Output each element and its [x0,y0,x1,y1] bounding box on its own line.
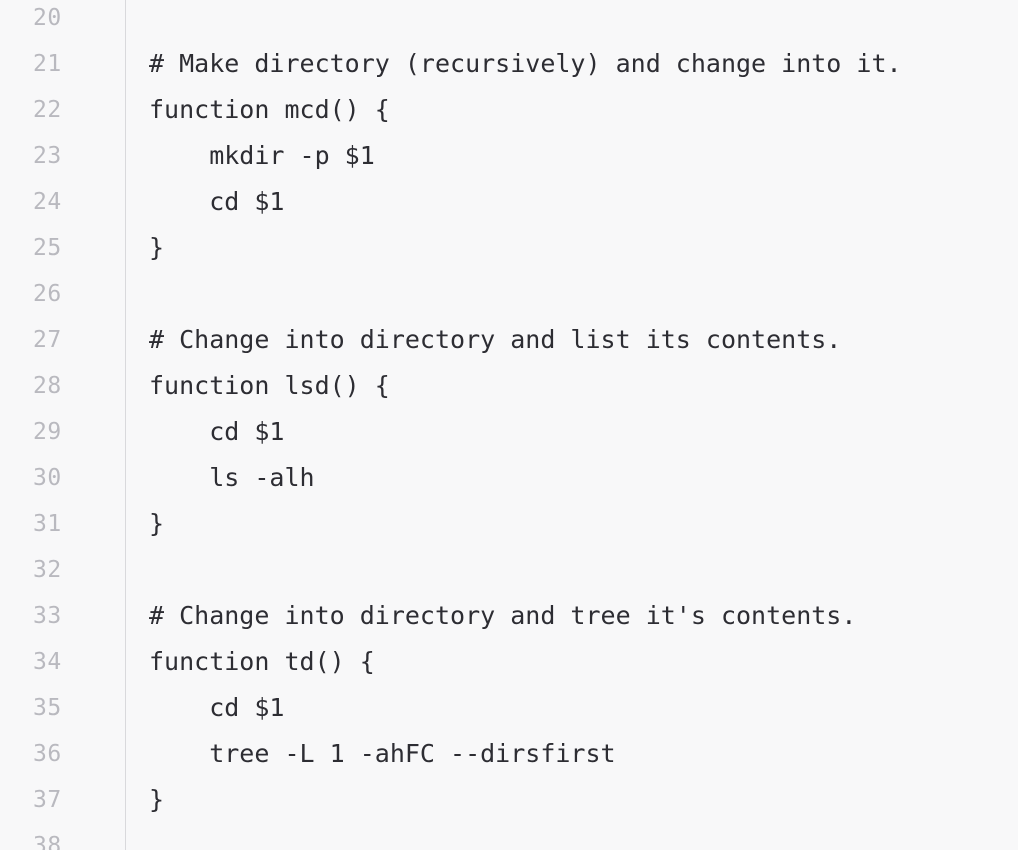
line-number: 25 [33,235,62,261]
code-line[interactable]: # Change into directory and tree it's co… [149,601,857,630]
code-line[interactable]: function lsd() { [149,371,390,400]
line-number: 34 [33,649,62,675]
code-line[interactable]: function td() { [149,647,375,676]
code-line[interactable]: cd $1 [149,187,285,216]
code-line[interactable]: } [149,233,165,262]
line-number: 23 [33,143,62,169]
line-number: 36 [33,741,62,767]
line-number: 33 [33,603,62,629]
code-line[interactable]: cd $1 [149,417,285,446]
code-line[interactable]: # Change into directory and list its con… [149,325,842,354]
code-line[interactable]: mkdir -p $1 [149,141,375,170]
line-number: 29 [33,419,62,445]
line-number: 20 [33,5,62,31]
line-number: 35 [33,695,62,721]
line-number: 21 [33,51,62,77]
line-number: 32 [33,557,62,583]
line-number: 24 [33,189,62,215]
code-line[interactable]: function mcd() { [149,95,390,124]
line-number: 37 [33,787,62,813]
code-line[interactable]: cd $1 [149,693,285,722]
code-line[interactable]: ls -alh [149,463,315,492]
line-number: 31 [33,511,62,537]
line-number: 22 [33,97,62,123]
line-number: 38 [33,833,62,850]
line-number: 26 [33,281,62,307]
line-number: 30 [33,465,62,491]
line-number: 27 [33,327,62,353]
code-area[interactable]: # Make directory (recursively) and chang… [126,0,1018,850]
line-number: 28 [33,373,62,399]
code-line[interactable]: } [149,509,165,538]
code-line[interactable]: # Make directory (recursively) and chang… [149,49,902,78]
line-number-gutter [0,0,126,850]
code-line[interactable]: tree -L 1 -ahFC --dirsfirst [149,739,616,768]
code-line[interactable]: } [149,785,165,814]
